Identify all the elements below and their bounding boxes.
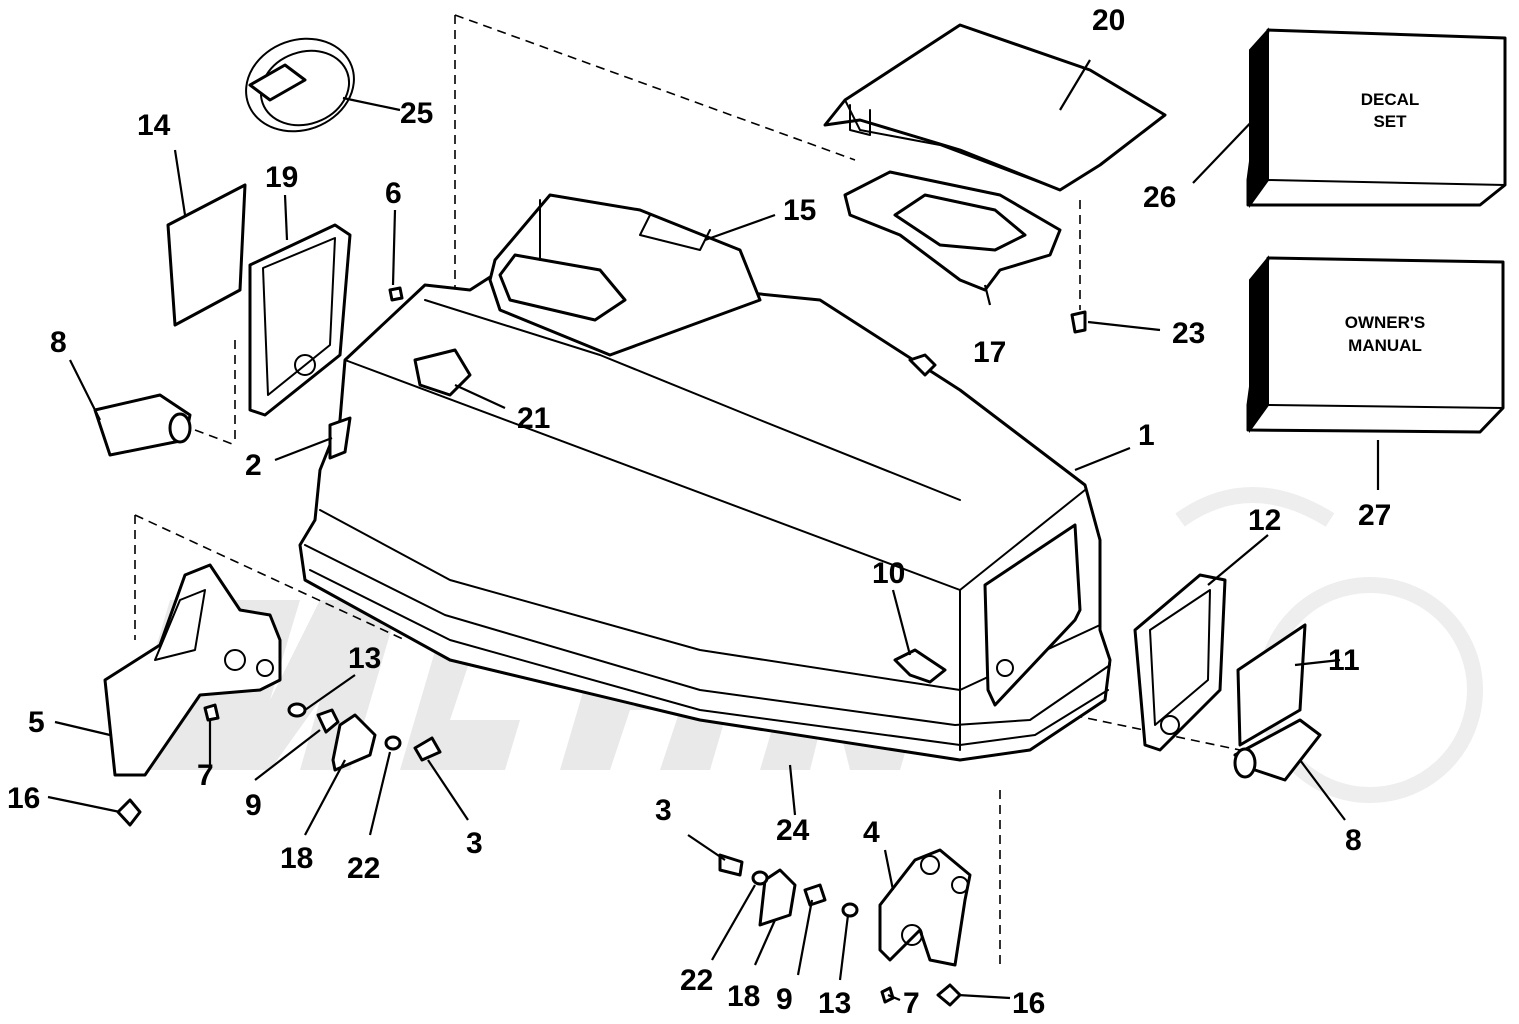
- callout-22b: 22: [680, 964, 713, 997]
- part-4-bracket: [878, 848, 972, 967]
- owners-manual-box: OWNER'S MANUAL: [1246, 255, 1505, 434]
- callout-21: 21: [517, 402, 550, 435]
- part-25-cable: [245, 37, 355, 133]
- leader-lines: [47, 59, 1380, 1002]
- callout-3b: 3: [655, 794, 672, 827]
- callout-4: 4: [863, 816, 880, 849]
- motor-cover: [298, 193, 1112, 762]
- callout-6: 6: [385, 177, 402, 210]
- hardware: [116, 286, 1087, 1007]
- callout-9a: 9: [245, 789, 262, 822]
- manual-box-line1: OWNER'S: [1345, 313, 1426, 332]
- callout-14: 14: [137, 109, 171, 142]
- callout-25: 25: [400, 97, 433, 130]
- callout-10: 10: [872, 557, 905, 590]
- decal-box-line2: SET: [1373, 112, 1407, 131]
- callout-1: 1: [1138, 419, 1155, 452]
- part-12-panel: [1133, 573, 1227, 752]
- decal-set-box: DECAL SET: [1246, 27, 1507, 209]
- part-20-lid: [823, 23, 1167, 192]
- callout-26: 26: [1143, 181, 1176, 214]
- part-2-strip: [328, 416, 352, 460]
- callout-17: 17: [973, 336, 1006, 369]
- callout-16b: 16: [1012, 987, 1045, 1020]
- callout-9b: 9: [776, 983, 793, 1016]
- assembly-guides: [134, 14, 1241, 965]
- part-17-trim: [843, 170, 1062, 292]
- callout-19: 19: [265, 161, 298, 194]
- callout-24: 24: [776, 814, 810, 847]
- callout-15: 15: [783, 194, 816, 227]
- callouts: 1 2 3 3 4 5 6 7 7 8 8 9 9 10 11 12 13 13…: [7, 4, 1391, 1020]
- callout-2: 2: [245, 449, 262, 482]
- callout-27: 27: [1358, 499, 1391, 532]
- decal-box-line1: DECAL: [1361, 90, 1420, 109]
- callout-12: 12: [1248, 504, 1281, 537]
- part-5-bracket: [103, 563, 282, 777]
- manual-box-line2: MANUAL: [1348, 336, 1422, 355]
- part-11-decal: [1236, 623, 1307, 747]
- callout-20: 20: [1092, 4, 1125, 37]
- callout-11: 11: [1328, 644, 1360, 677]
- callout-7b: 7: [903, 987, 920, 1020]
- callout-3a: 3: [466, 827, 483, 860]
- callout-18b: 18: [727, 980, 760, 1013]
- part-8-latch-left: [93, 393, 192, 457]
- callout-16a: 16: [7, 782, 40, 815]
- part-8-latch-right: [1233, 718, 1322, 782]
- callout-5: 5: [28, 706, 45, 739]
- callout-13a: 13: [348, 642, 381, 675]
- callout-23: 23: [1172, 317, 1205, 350]
- callout-8b: 8: [1345, 824, 1362, 857]
- part-19-bezel: [248, 223, 352, 417]
- part-14-decal: [166, 183, 247, 327]
- callout-7a: 7: [197, 759, 214, 792]
- callout-18a: 18: [280, 842, 313, 875]
- callout-8a: 8: [50, 326, 67, 359]
- callout-22a: 22: [347, 852, 380, 885]
- callout-13b: 13: [818, 987, 851, 1020]
